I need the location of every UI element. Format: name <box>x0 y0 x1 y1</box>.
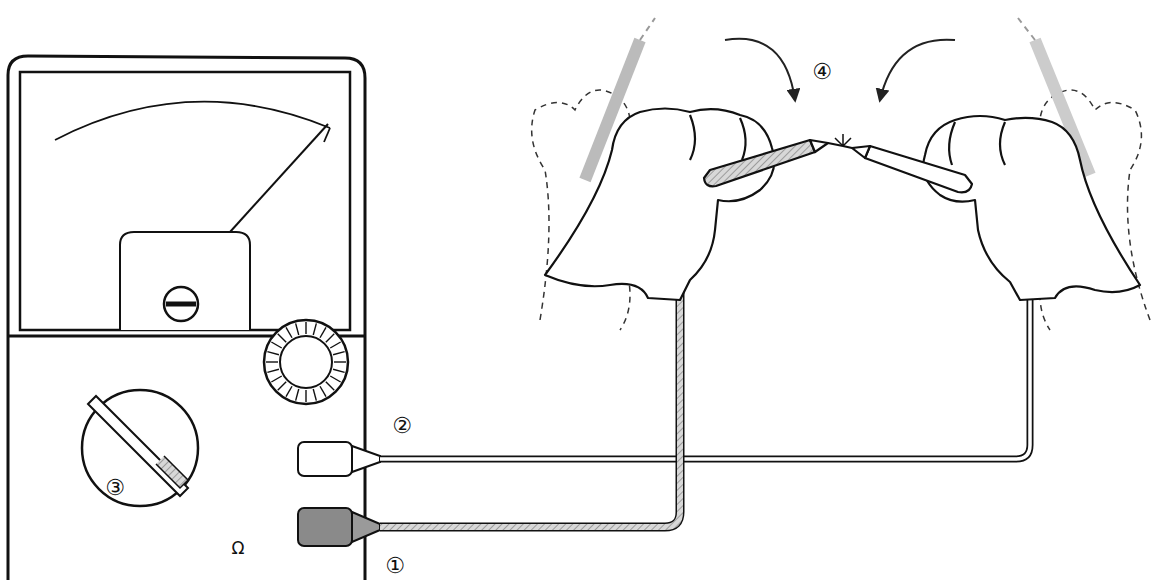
knurl-stroke <box>333 369 345 372</box>
knurl-stroke <box>334 361 346 362</box>
knurl-stroke <box>326 334 334 342</box>
knurl-stroke <box>296 323 299 335</box>
probe-jacks <box>298 442 380 546</box>
knurl-stroke <box>305 322 306 334</box>
range-selector <box>82 390 198 506</box>
knurl-stroke <box>330 342 340 348</box>
knurl-stroke <box>271 342 281 348</box>
ohm-symbol: Ω <box>232 540 245 557</box>
motion-arrows <box>725 39 955 100</box>
knurl-stroke <box>278 382 286 390</box>
contact-mark <box>835 134 851 146</box>
knurl-stroke <box>320 327 326 337</box>
knurl-stroke <box>320 386 326 396</box>
left-hand <box>545 109 843 301</box>
adjust-knob <box>264 320 348 404</box>
knurl-stroke <box>278 334 286 342</box>
knurl-stroke <box>286 327 292 337</box>
callout-number: ③ <box>105 477 125 499</box>
callout-number: ① <box>385 555 405 577</box>
knurl-stroke <box>333 352 345 355</box>
knurl-stroke <box>286 386 292 396</box>
test-leads <box>380 270 1030 527</box>
knurl-stroke <box>267 352 279 355</box>
callout-number: ② <box>392 415 412 437</box>
knurl-stroke <box>267 369 279 372</box>
knurl-stroke <box>266 361 278 362</box>
meter-body <box>8 56 365 580</box>
previous-hand-positions <box>532 18 1150 330</box>
knurl-stroke <box>271 376 281 382</box>
knurl-stroke <box>330 376 340 382</box>
callout-number: ④ <box>812 61 832 83</box>
knurl-stroke <box>313 323 316 335</box>
needle <box>230 124 328 232</box>
knurl-stroke <box>305 390 306 402</box>
knurl-stroke <box>296 389 299 401</box>
knurl-stroke <box>326 382 334 390</box>
knurl-stroke <box>313 389 316 401</box>
right-hand <box>843 116 1140 300</box>
